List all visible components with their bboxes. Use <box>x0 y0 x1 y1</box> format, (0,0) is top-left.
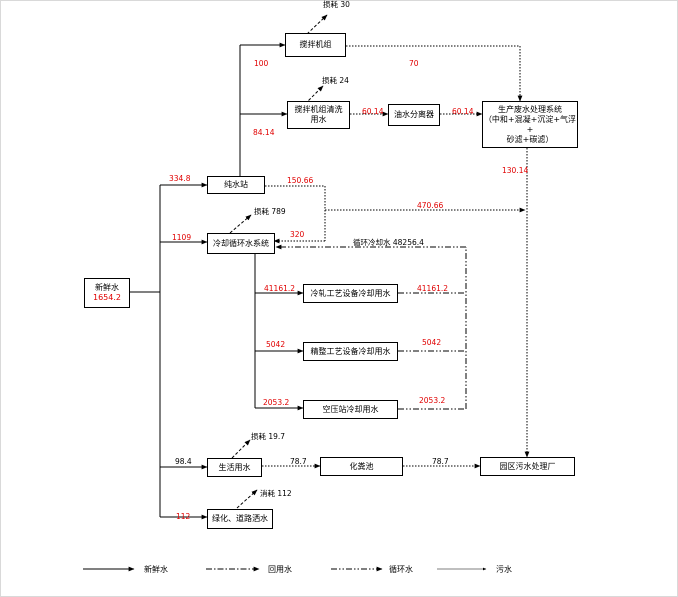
loss-label-domestic: 损耗 19.7 <box>251 432 286 441</box>
node-mixer-wash-line2: 用水 <box>310 115 327 124</box>
node-pure-water-label: 纯水站 <box>224 180 248 189</box>
node-cooling-system-label: 冷却循环水系统 <box>213 238 269 248</box>
flow-label-320: 320 <box>290 230 305 239</box>
flow-label-334-8: 334.8 <box>169 174 191 183</box>
node-air-station-label: 空压站冷却用水 <box>322 404 379 414</box>
flow-label-470-66: 470.66 <box>417 201 444 210</box>
loss-arrow-greening <box>236 489 258 509</box>
node-domestic-water: 生活用水 <box>207 458 262 477</box>
flow-label-5042-out: 5042 <box>422 338 442 347</box>
flow-label-98-4: 98.4 <box>175 457 192 466</box>
flow-label-1109: 1109 <box>172 233 192 242</box>
node-park-wwtp-label: 园区污水处理厂 <box>499 461 556 471</box>
node-park-wwtp: 园区污水处理厂 <box>480 457 575 476</box>
loss-label-mixer-wash: 损耗 24 <box>322 76 349 85</box>
node-pickling-cooling: 精整工艺设备冷却用水 <box>303 342 398 361</box>
loss-arrow-domestic <box>231 439 251 459</box>
flow-label-60-14-a: 60.14 <box>362 107 384 116</box>
flow-label-130-14: 130.14 <box>502 166 529 175</box>
flow-label-150-66: 150.66 <box>287 176 314 185</box>
node-oil-separator: 油水分离器 <box>388 104 440 126</box>
node-fresh-water-value: 1654.2 <box>93 293 121 302</box>
flow-label-84-14: 84.14 <box>253 128 275 137</box>
flow-label-112: 112 <box>176 512 191 521</box>
flow-label-60-14-b: 60.14 <box>452 107 474 116</box>
legend-reuse-label: 回用水 <box>268 565 292 574</box>
recycle-label: 循环冷却水 48256.4 <box>353 238 424 247</box>
node-air-station-cooling: 空压站冷却用水 <box>303 400 398 419</box>
node-mixer-unit-label: 搅拌机组 <box>299 40 332 49</box>
node-wastewater-line1: 生产废水处理系统 <box>498 104 562 114</box>
node-septic-tank: 化粪池 <box>320 457 403 476</box>
loss-arrow-mixer-wash <box>304 85 324 105</box>
loss-arrow-cooling <box>229 214 252 234</box>
legend-fresh-label: 新鲜水 <box>144 565 168 574</box>
flow-label-2053-in: 2053.2 <box>263 398 290 407</box>
node-mixer-wash-line1: 搅拌机组清洗 <box>294 105 343 114</box>
legend-circulating-label: 循环水 <box>389 565 413 574</box>
node-pickling-label: 精整工艺设备冷却用水 <box>310 346 391 356</box>
node-pure-water-station: 纯水站 <box>207 176 265 194</box>
node-wastewater-line3: 砂滤+碳滤） <box>506 134 554 144</box>
flow-label-100: 100 <box>254 59 269 68</box>
loss-label-cooling: 损耗 789 <box>254 207 286 216</box>
node-greening-label: 绿化、道路洒水 <box>212 514 268 523</box>
flow-label-41161-out: 41161.2 <box>417 284 449 293</box>
flow-label-78-7-a: 78.7 <box>290 457 307 466</box>
loss-arrow-mixer <box>306 14 328 35</box>
node-mixer-unit: 搅拌机组 <box>285 33 346 57</box>
node-oil-separator-label: 油水分离器 <box>394 110 434 119</box>
node-greening: 绿化、道路洒水 <box>207 509 273 529</box>
node-cold-roll-cooling: 冷轧工艺设备冷却用水 <box>303 284 398 303</box>
node-fresh-water-name: 新鲜水 <box>95 283 119 292</box>
flow-label-70: 70 <box>409 59 419 68</box>
node-domestic-label: 生活用水 <box>218 462 251 472</box>
loss-label-greening: 消耗 112 <box>260 489 292 498</box>
node-cooling-system: 冷却循环水系统 <box>207 233 275 254</box>
flow-label-2053-out: 2053.2 <box>419 396 446 405</box>
legend-sewage-label: 污水 <box>496 565 512 574</box>
loss-label-mixer: 损耗 30 <box>323 0 350 9</box>
flow-label-41161-in: 41161.2 <box>264 284 296 293</box>
flow-label-5042-in: 5042 <box>266 340 286 349</box>
node-wastewater-station: 生产废水处理系统（中和+混凝+沉淀+气浮+砂滤+碳滤） <box>482 101 578 148</box>
node-septic-label: 化粪池 <box>349 461 374 471</box>
flow-label-78-7-b: 78.7 <box>432 457 449 466</box>
node-wastewater-line2: （中和+混凝+沉淀+气浮+ <box>483 114 577 134</box>
node-mixer-wash: 搅拌机组清洗用水 <box>287 101 350 129</box>
node-cold-roll-label: 冷轧工艺设备冷却用水 <box>310 288 391 298</box>
